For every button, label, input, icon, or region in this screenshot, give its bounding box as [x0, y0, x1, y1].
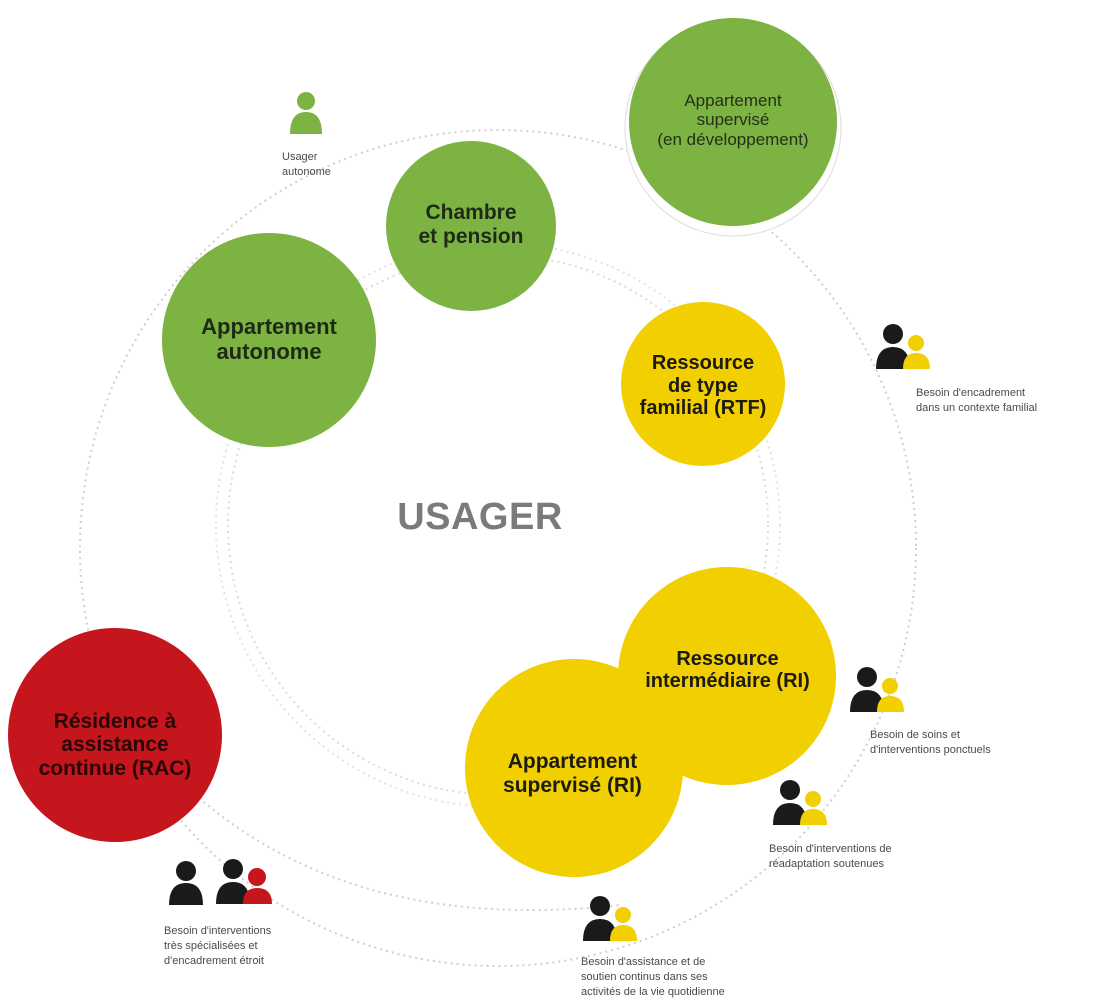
- circle-rac: [8, 628, 222, 842]
- person-dark-icon: [169, 861, 203, 905]
- person-pair-dark-red-icon: [216, 859, 272, 904]
- label-appartement-autonome: Appartement autonome: [174, 305, 364, 375]
- label-rtf: Ressource de type familial (RTF): [628, 340, 778, 432]
- caption-specialisees: Besoin d'interventions très spécialisées…: [164, 925, 272, 967]
- person-pair-dark-yellow-icon: [583, 896, 637, 941]
- label-appartement-supervise-dev-text: Appartement supervisé (en développement): [657, 91, 809, 149]
- label-appartement-supervise-ri-text: Appartement supervisé (RI): [503, 750, 642, 797]
- person-green-icon: [290, 92, 322, 134]
- label-ri: Ressource intermédiaire (RI): [625, 638, 830, 702]
- center-label-usager: USAGER: [397, 496, 563, 538]
- caption-encadrement-familial: Besoin d'encadrement dans un contexte fa…: [916, 387, 1038, 414]
- caption-usager-autonome: Usager autonome: [282, 151, 331, 178]
- circle-rtf: [621, 302, 785, 466]
- outer-dotted-ring: [79, 129, 917, 967]
- caption-readaptation: Besoin d'interventions de réadaptation s…: [769, 843, 892, 870]
- label-rac-text: Résidence à assistance continue (RAC): [38, 709, 192, 780]
- person-pair-dark-yellow-icon: [773, 780, 827, 825]
- circle-appartement-supervise-dev: [629, 18, 837, 226]
- label-appartement-autonome-text: Appartement autonome: [201, 314, 337, 364]
- inner-dotted-ring-1: [227, 254, 769, 796]
- caption-assistance-continue: Besoin d'assistance et de soutien contin…: [581, 956, 725, 998]
- circle-appartement-autonome: [162, 233, 376, 447]
- circle-appartement-supervise-ri: [465, 659, 683, 877]
- label-appartement-supervise-dev: Appartement supervisé (en développement): [633, 80, 833, 160]
- person-pair-dark-yellow-icon: [850, 667, 904, 712]
- label-ri-text: Ressource intermédiaire (RI): [645, 647, 810, 692]
- circle-chambre-pension: [386, 141, 556, 311]
- label-chambre-pension: Chambre et pension: [391, 190, 551, 260]
- person-pair-dark-yellow-icon: [876, 324, 930, 369]
- label-appartement-supervise-ri: Appartement supervisé (RI): [475, 740, 670, 808]
- label-rtf-text: Ressource de type familial (RTF): [639, 352, 767, 420]
- inner-dotted-ring-2: [215, 242, 781, 808]
- label-rac: Résidence à assistance continue (RAC): [15, 700, 215, 790]
- label-chambre-pension-text: Chambre et pension: [418, 201, 524, 248]
- caption-soins-ponctuels: Besoin de soins et d'interventions ponct…: [870, 729, 991, 756]
